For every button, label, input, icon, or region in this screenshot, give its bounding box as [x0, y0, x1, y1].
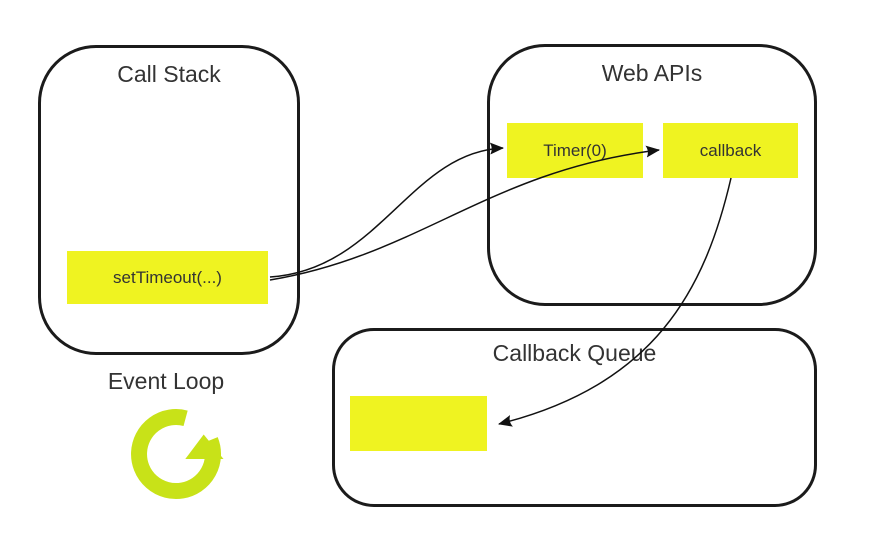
callback-queue-title: Callback Queue: [492, 340, 657, 366]
timer-chip: Timer(0): [507, 123, 643, 178]
call-stack-panel: Call Stack setTimeout(...): [38, 45, 300, 355]
event-loop-refresh-icon: [131, 409, 224, 499]
call-stack-title: Call Stack: [117, 61, 221, 87]
settimeout-chip: setTimeout(...): [67, 251, 268, 304]
refresh-icon-ring: [131, 409, 222, 499]
callback-queue-panel: Callback Queue: [332, 328, 817, 507]
arrow-settimeout-to-timer: [269, 142, 504, 278]
callback-chip: callback: [663, 123, 798, 178]
queued-callback-chip: [350, 396, 487, 451]
event-loop-label: Event Loop: [107, 368, 225, 394]
refresh-icon-arrowhead: [185, 434, 224, 459]
web-apis-panel: Web APIs Timer(0) callback: [487, 44, 817, 306]
web-apis-title: Web APIs: [601, 60, 703, 86]
